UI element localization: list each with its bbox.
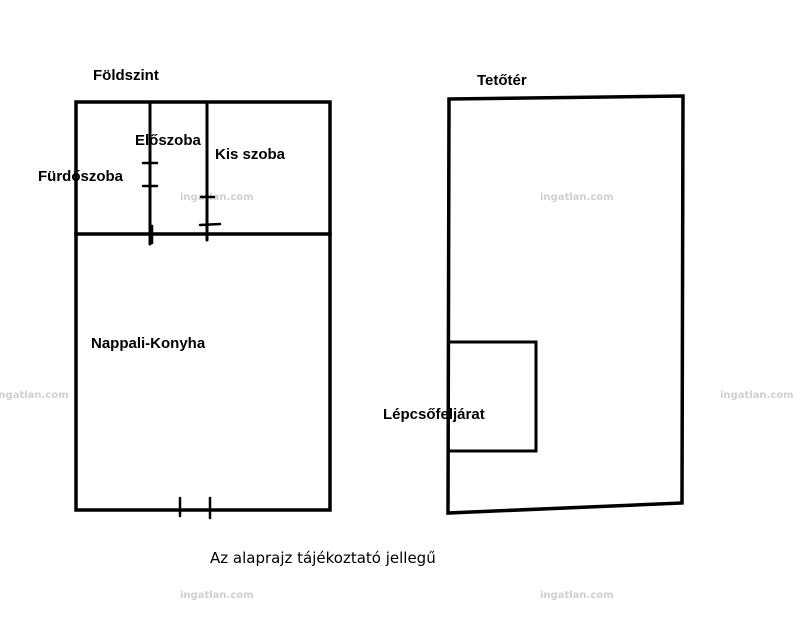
door-mark: [198, 222, 222, 227]
attic-title: Tetőtér: [477, 72, 527, 89]
attic-outline: [446, 94, 685, 515]
watermark: ingatlan.com: [180, 192, 254, 203]
room-label-living-kitchen: Nappali-Konyha: [91, 335, 206, 352]
watermark: ingatlan.com: [180, 590, 254, 601]
room-label-hall: Előszoba: [135, 132, 202, 149]
room-label-bathroom: Fürdőszoba: [38, 168, 124, 185]
watermark: ingatlan.com: [540, 192, 614, 203]
watermark: ingatlan.com: [0, 390, 69, 401]
attic-plan: Tetőtér Lépcsőfeljárat: [383, 72, 685, 515]
staircase-outline: [447, 340, 538, 453]
room-label-stairs: Lépcsőfeljárat: [383, 406, 485, 423]
watermark: ingatlan.com: [540, 590, 614, 601]
room-label-small-room: Kis szoba: [215, 146, 286, 163]
disclaimer-caption: Az alaprajz tájékoztató jellegű: [210, 549, 436, 567]
ground-floor-outline: [74, 100, 332, 512]
ground-floor-title: Földszint: [93, 67, 159, 84]
ground-floor-plan: Földszint Előszoba Kis szoba Fürdőszoba …: [38, 67, 332, 520]
watermark: ingatlan.com: [720, 390, 794, 401]
watermarks: ingatlan.com ingatlan.com ingatlan.com i…: [0, 192, 794, 601]
